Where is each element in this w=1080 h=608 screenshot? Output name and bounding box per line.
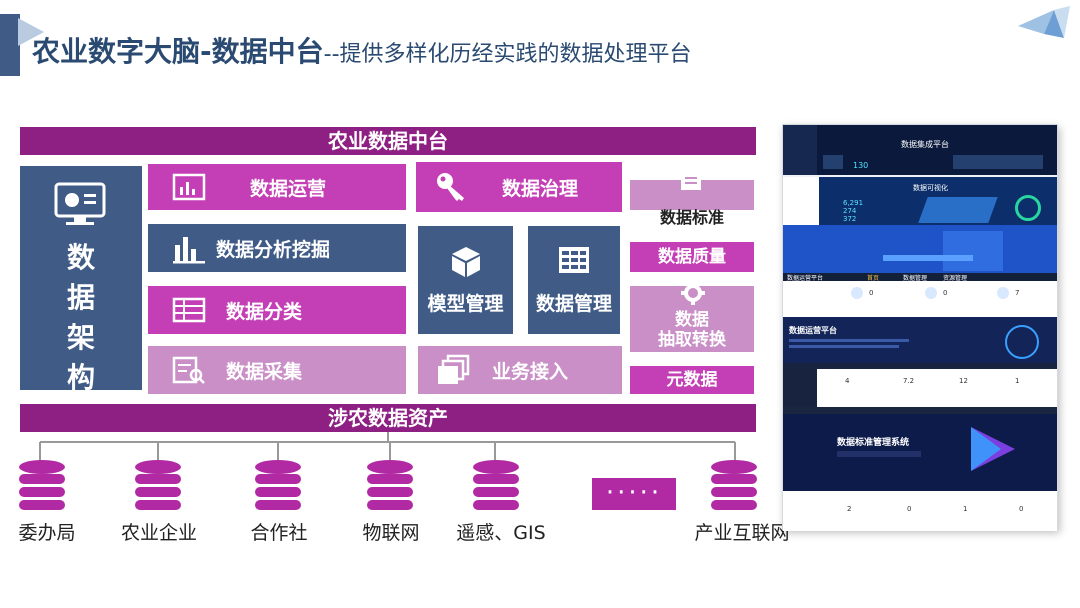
source-label: 农业企业	[120, 522, 197, 544]
arch-char-4: 构	[66, 361, 95, 394]
screen-title: 数据标准管理系统	[837, 438, 910, 448]
document-search-icon	[170, 351, 208, 389]
screen-stat: 372	[843, 215, 857, 223]
screen-data-mgmt: 4 7.2 12 1	[783, 363, 1057, 407]
std-quality: 数据质量	[630, 242, 754, 272]
page-title: 农业数字大脑-数据中台--提供多样化历经实践的数据处理平台	[32, 30, 692, 70]
arch-label: 数 据 架 构	[20, 238, 142, 398]
screen-tab: 数据管理	[903, 275, 928, 282]
screen-stat: 7.2	[903, 377, 915, 385]
screen-standard: 数据标准管理系统	[783, 407, 1057, 491]
module-label: 数据运营	[250, 177, 327, 200]
database-icon	[711, 460, 757, 510]
accent-triangle	[18, 18, 44, 46]
screenshot-collage: 数据集成平台 130 数据可视化 6,291 274 372 数据运营平台 首页…	[782, 124, 1058, 531]
more-sources: ·····	[592, 478, 676, 510]
top-band: 农业数据中台	[20, 127, 756, 155]
spreadsheet-icon	[559, 246, 589, 273]
database-icon	[19, 460, 65, 510]
cube-icon	[451, 246, 480, 277]
monitor-chart-icon	[54, 182, 106, 225]
screen-title: 数据可视化	[913, 184, 948, 192]
std-etl-line2: 抽取转换	[658, 330, 726, 350]
screen-operation-home: 数据运营平台 首页 数据管理 资源管理 0 0 7	[783, 273, 1057, 317]
screen-standard-stats: 2 0 1 0	[783, 491, 1057, 531]
source-label: 物联网	[362, 522, 420, 544]
arch-char-1: 数	[66, 241, 95, 274]
screen-stat: 6,291	[843, 199, 864, 207]
module-data-management: 数据管理	[528, 226, 620, 334]
screen-stat: 0	[907, 505, 912, 513]
screen-stat: 4	[845, 377, 850, 385]
stacked-pages-icon	[434, 351, 472, 389]
origami-corner-icon	[1018, 6, 1070, 38]
title-main: 农业数字大脑-数据中台	[32, 35, 324, 68]
screen-stat: 1	[963, 505, 968, 513]
gear-icon	[681, 281, 705, 305]
database-icon	[367, 460, 413, 510]
report-icon	[170, 168, 208, 206]
module-data-mining: 数据分析挖掘	[148, 224, 406, 272]
module-business-access: 业务接入	[418, 346, 622, 394]
source-label: 合作社	[250, 522, 308, 544]
screen-stat: 0	[869, 289, 874, 297]
bar-chart-icon	[170, 229, 208, 267]
accent-bar	[0, 14, 20, 76]
screen-stat: 0	[943, 289, 948, 297]
database-icon	[255, 460, 301, 510]
std-etl: 数据 抽取转换	[630, 281, 754, 352]
module-label: 数据分析挖掘	[216, 238, 331, 261]
screen-stat: 7	[1015, 289, 1020, 297]
screen-visualization: 数据可视化 6,291 274 372	[783, 177, 1057, 225]
screen-stat: 274	[843, 207, 857, 215]
screen-integration: 数据集成平台 130	[783, 125, 1057, 175]
table-icon	[170, 291, 208, 329]
module-label: 数据采集	[226, 360, 303, 383]
arch-column: 数 据 架 构	[20, 166, 142, 394]
title-sub: --提供多样化历经实践的数据处理平台	[323, 42, 692, 67]
module-data-collection: 数据采集	[148, 346, 406, 394]
screen-stat: 130	[853, 161, 869, 170]
std-standard-label: 数据标准	[659, 208, 724, 227]
connector-lines	[39, 432, 736, 462]
document-icon	[681, 172, 701, 190]
screen-title: 数据集成平台	[901, 140, 949, 149]
source-label: 委办局	[18, 522, 76, 544]
module-model-management: 模型管理	[418, 226, 513, 334]
database-icon	[135, 460, 181, 510]
bottom-band: 涉农数据资产	[20, 404, 756, 432]
screen-stat: 12	[959, 377, 968, 385]
module-data-governance: 数据治理	[416, 162, 622, 212]
arch-char-2: 据	[66, 281, 95, 314]
screen-stat: 1	[1015, 377, 1020, 385]
source-label: 产业互联网	[694, 522, 790, 544]
screen-tab: 资源管理	[943, 275, 968, 282]
screen-stat: 2	[847, 505, 852, 513]
screen-stat: 0	[1019, 505, 1024, 513]
play-logo-icon	[971, 427, 1015, 471]
screen-resource	[783, 225, 1057, 273]
module-label: 数据管理	[535, 292, 612, 315]
screen-tab: 数据运营平台	[787, 275, 824, 282]
database-icon	[473, 460, 519, 510]
module-label: 数据分类	[226, 300, 303, 323]
screen-title: 数据运营平台	[789, 326, 837, 335]
arch-char-3: 架	[66, 321, 95, 354]
std-metadata: 元数据	[630, 366, 754, 394]
module-label: 数据治理	[502, 177, 579, 200]
screen-operation-banner: 数据运营平台	[783, 317, 1057, 363]
module-data-classification: 数据分类	[148, 286, 406, 334]
module-data-operation: 数据运营	[148, 164, 406, 210]
screen-tab: 首页	[867, 275, 880, 282]
key-icon	[432, 168, 470, 206]
module-label: 业务接入	[492, 360, 569, 383]
std-etl-line1: 数据	[675, 310, 709, 330]
source-label: 遥感、GIS	[456, 522, 546, 544]
module-label: 模型管理	[427, 292, 504, 315]
